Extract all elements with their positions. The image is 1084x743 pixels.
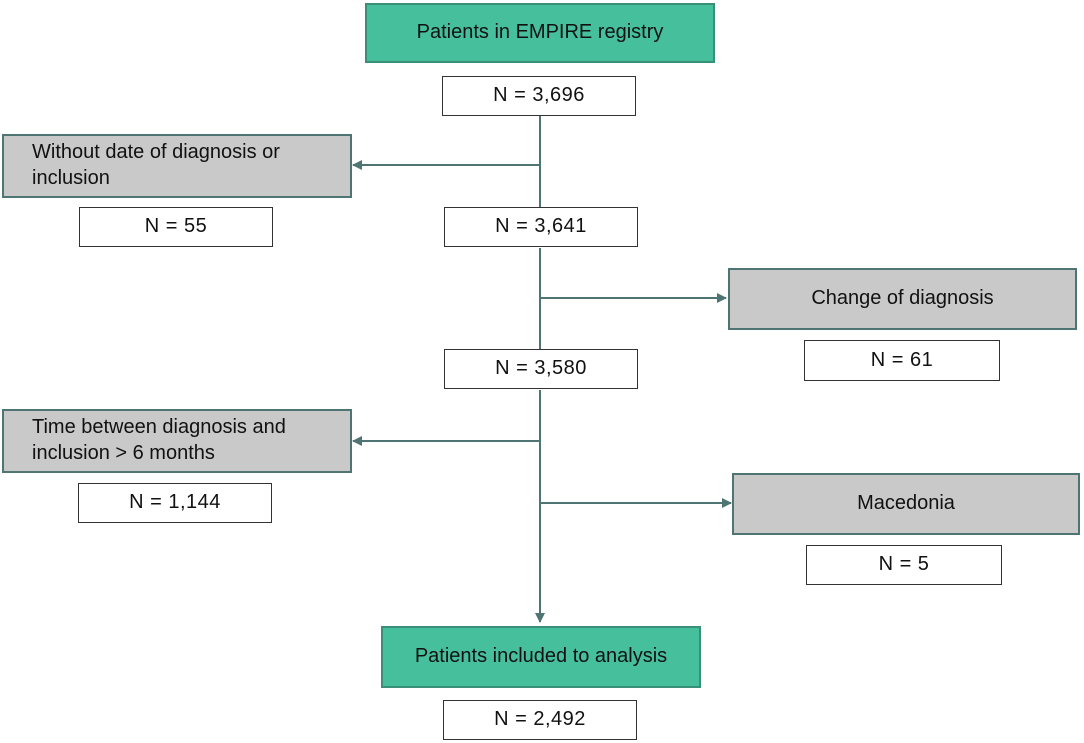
start-box: Patients in EMPIRE registry [365, 3, 715, 63]
step-count-box-1: N = 3,641 [444, 207, 638, 247]
step-count-2: N = 3,580 [495, 357, 587, 380]
exclusion-label-2: Change of diagnosis [811, 287, 994, 310]
exclusion-count-box-1: N = 55 [79, 207, 273, 247]
end-count: N = 2,492 [494, 708, 586, 731]
start-count: N = 3,696 [493, 84, 585, 107]
exclusion-label-4: Macedonia [857, 492, 955, 515]
exclusion-count-box-2: N = 61 [804, 340, 1000, 381]
exclusion-count-box-4: N = 5 [806, 545, 1002, 585]
end-label: Patients included to analysis [414, 645, 668, 668]
exclusion-count-1: N = 55 [144, 215, 208, 238]
exclusion-count-4: N = 5 [878, 553, 930, 576]
exclusion-box-1: Without date of diagnosis or inclusion [2, 134, 352, 198]
step-count-1: N = 3,641 [495, 215, 587, 238]
end-box: Patients included to analysis [381, 626, 701, 688]
start-label: Patients in EMPIRE registry [416, 21, 664, 44]
exclusion-box-2: Change of diagnosis [728, 268, 1077, 330]
exclusion-box-4: Macedonia [732, 473, 1080, 535]
exclusion-count-box-3: N = 1,144 [78, 483, 272, 523]
start-count-box: N = 3,696 [442, 76, 636, 116]
step-count-box-2: N = 3,580 [444, 349, 638, 389]
exclusion-count-3: N = 1,144 [129, 491, 221, 514]
exclusion-label-3: Time between diagnosis and inclusion > 6… [32, 416, 286, 464]
exclusion-label-1: Without date of diagnosis or inclusion [32, 141, 280, 189]
exclusion-box-3: Time between diagnosis and inclusion > 6… [2, 409, 352, 473]
exclusion-count-2: N = 61 [870, 348, 934, 371]
end-count-box: N = 2,492 [443, 700, 637, 740]
